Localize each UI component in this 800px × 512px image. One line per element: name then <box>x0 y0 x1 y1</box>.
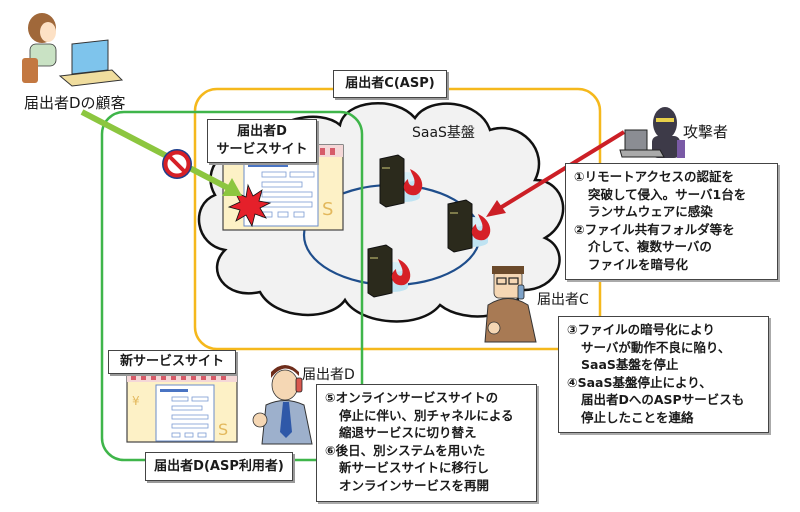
step-5-line-2: 停止に伴い、別チャネルによる <box>339 407 514 423</box>
hacker-laptop-icon <box>619 107 685 158</box>
fire-icon <box>391 259 411 286</box>
step-6-line-3: オンラインサービスを再開 <box>339 477 490 493</box>
old-service-site-label-line2: サービスサイト <box>216 142 308 157</box>
step-3-line-2: サーバが動作不良に陥り、 <box>581 339 731 355</box>
user-group-label: 届出者D(ASP利用者) <box>145 452 293 481</box>
step-4: ④SaaS基盤停止により、 <box>567 374 712 390</box>
svg-text:S: S <box>218 420 228 439</box>
user-steps-callout: ⑤オンラインサービスサイトの 停止に伴い、別チャネルによる 縮退サービスに切り替… <box>316 384 537 502</box>
step-5-line-3: 縮退サービスに切り替え <box>339 425 477 440</box>
blocked-access-arrow <box>80 109 242 196</box>
attack-steps-callout: ①リモートアクセスの認証を 突破して侵入。サーバ1台を ランサムウェアに感染 ②… <box>565 163 778 280</box>
svg-text:¥: ¥ <box>132 394 140 408</box>
user-d-label: 届出者D <box>302 367 355 383</box>
businessman-phone-icon-provider <box>484 266 537 343</box>
step-3-line-3: SaaS基盤を停止 <box>581 357 679 372</box>
step-4-line-3: 停止したことを連絡 <box>581 409 694 425</box>
person-laptop-icon <box>22 13 124 87</box>
attacker-label: 攻撃者 <box>683 123 729 141</box>
step-6-line-2: 新サービスサイトに移行し <box>339 460 490 475</box>
server-group <box>367 154 491 298</box>
attack-arrow <box>486 130 626 217</box>
businessman-phone-icon-user <box>252 365 313 445</box>
step-5: ⑤オンラインサービスサイトの <box>325 390 499 405</box>
step-2: ②ファイル共有フォルダ等を <box>574 221 735 237</box>
saas-platform-title: SaaS基盤 <box>412 125 475 141</box>
step-1: ①リモートアクセスの認証を <box>574 169 734 184</box>
provider-c-label: 届出者C <box>537 292 589 308</box>
provider-steps-callout: ③ファイルの暗号化により サーバが動作不良に陥り、 SaaS基盤を停止 ④Saa… <box>558 316 769 433</box>
step-6: ⑥後日、別システムを用いた <box>325 442 486 458</box>
step-1-line-3: ランサムウェアに感染 <box>588 204 713 219</box>
step-2-line-3: ファイルを暗号化 <box>588 256 689 272</box>
server-tower-icon <box>379 154 420 208</box>
fire-icon <box>471 214 491 241</box>
old-service-site-label: 届出者D サービスサイト <box>207 119 317 163</box>
step-3: ③ファイルの暗号化により <box>567 322 715 337</box>
asp-group-label: 届出者C(ASP) <box>333 70 447 98</box>
svg-text:S: S <box>322 199 333 220</box>
step-2-line-2: 介して、複数サーバの <box>588 239 712 254</box>
customer-label: 届出者Dの顧客 <box>24 94 126 112</box>
step-4-line-2: 届出者DへのASPサービスも <box>581 392 745 407</box>
new-service-site-label: 新サービスサイト <box>108 350 236 374</box>
old-service-site-label-line1: 届出者D <box>237 124 287 139</box>
prohibited-icon <box>162 149 192 179</box>
fire-icon <box>403 169 423 196</box>
new-service-site-screenshot: S ¥ <box>126 371 238 443</box>
step-1-line-2: 突破して侵入。サーバ1台を <box>588 186 747 202</box>
